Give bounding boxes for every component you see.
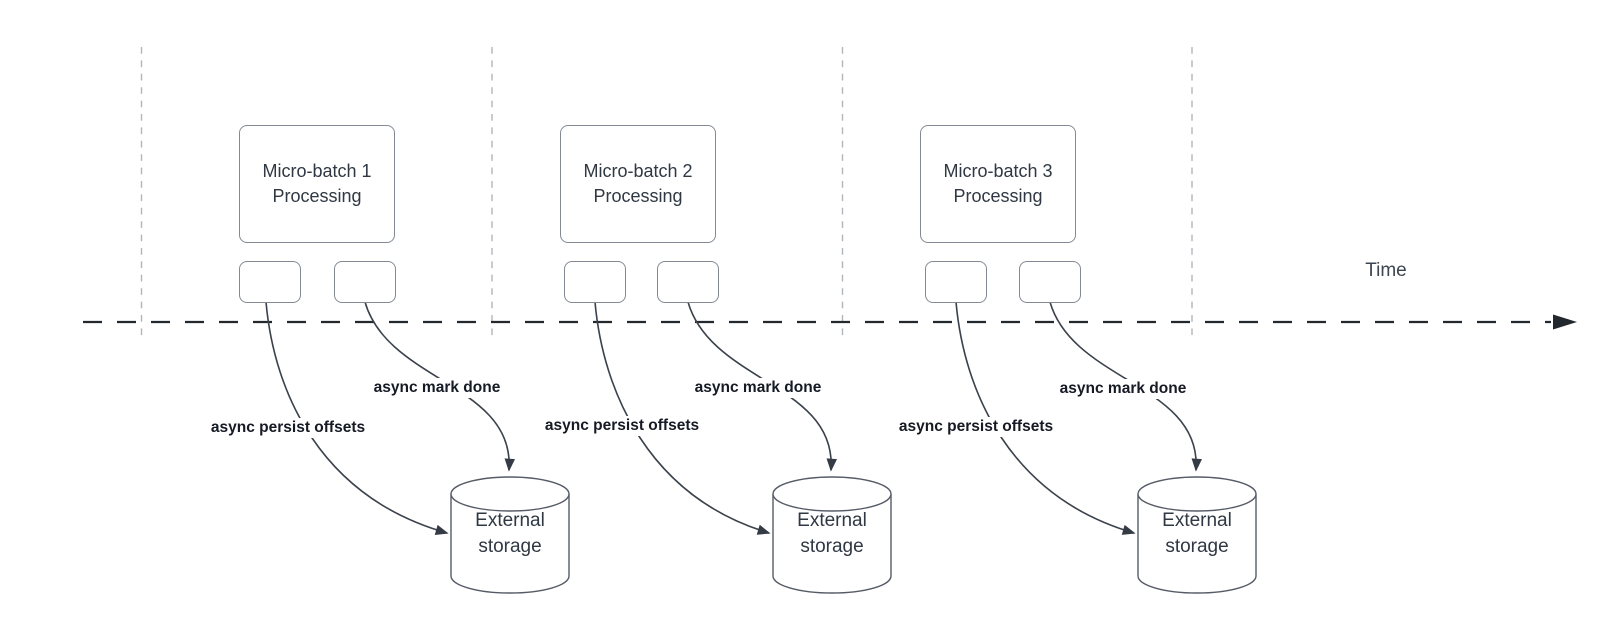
time-axis: [83, 314, 1577, 330]
external-storage-cylinder-1: [450, 476, 570, 594]
mark-done-task-box-3: [1019, 261, 1081, 303]
persist-offsets-label-2: async persist offsets: [541, 416, 703, 436]
persist-task-box-1: [239, 261, 301, 303]
mark-done-task-box-1: [334, 261, 396, 303]
micro-batch-2-title: Micro-batch 2: [583, 161, 693, 181]
external-storage-label-3: External storage: [1162, 510, 1232, 557]
external-storage-cylinder-2: [772, 476, 892, 594]
micro-batch-1-label: Micro-batch 1 Processing: [262, 159, 371, 209]
persist-task-box-3: [925, 261, 987, 303]
micro-batch-1-title: Micro-batch 1: [262, 161, 372, 181]
micro-batch-3-title: Micro-batch 3: [943, 161, 1053, 181]
external-storage-cylinder-3: [1137, 476, 1257, 594]
micro-batch-3-box: Micro-batch 3 Processing: [920, 125, 1076, 243]
micro-batch-3-subtitle: Processing: [953, 186, 1043, 206]
micro-batch-1-subtitle: Processing: [272, 186, 362, 206]
micro-batch-2-box: Micro-batch 2 Processing: [560, 125, 716, 243]
persist-task-box-2: [564, 261, 626, 303]
time-axis-label: Time: [1365, 260, 1407, 281]
micro-batch-3-label: Micro-batch 3 Processing: [943, 159, 1052, 209]
persist-offsets-label-3: async persist offsets: [895, 417, 1057, 437]
persist-offsets-label-1: async persist offsets: [207, 418, 369, 438]
external-storage-label-1: External storage: [475, 510, 545, 557]
external-storage-label-2: External storage: [797, 510, 867, 557]
persist-offsets-arrow-2: [594, 301, 771, 535]
mark-done-label-2: async mark done: [691, 378, 825, 398]
micro-batch-2-label: Micro-batch 2 Processing: [583, 159, 692, 209]
mark-done-task-box-2: [657, 261, 719, 303]
time-axis-arrowhead: [1553, 314, 1577, 330]
micro-batch-1-box: Micro-batch 1 Processing: [239, 125, 395, 243]
persist-offsets-arrow-3: [955, 301, 1136, 535]
mark-done-label-3: async mark done: [1056, 379, 1190, 399]
mark-done-label-1: async mark done: [370, 378, 504, 398]
micro-batch-2-subtitle: Processing: [593, 186, 683, 206]
